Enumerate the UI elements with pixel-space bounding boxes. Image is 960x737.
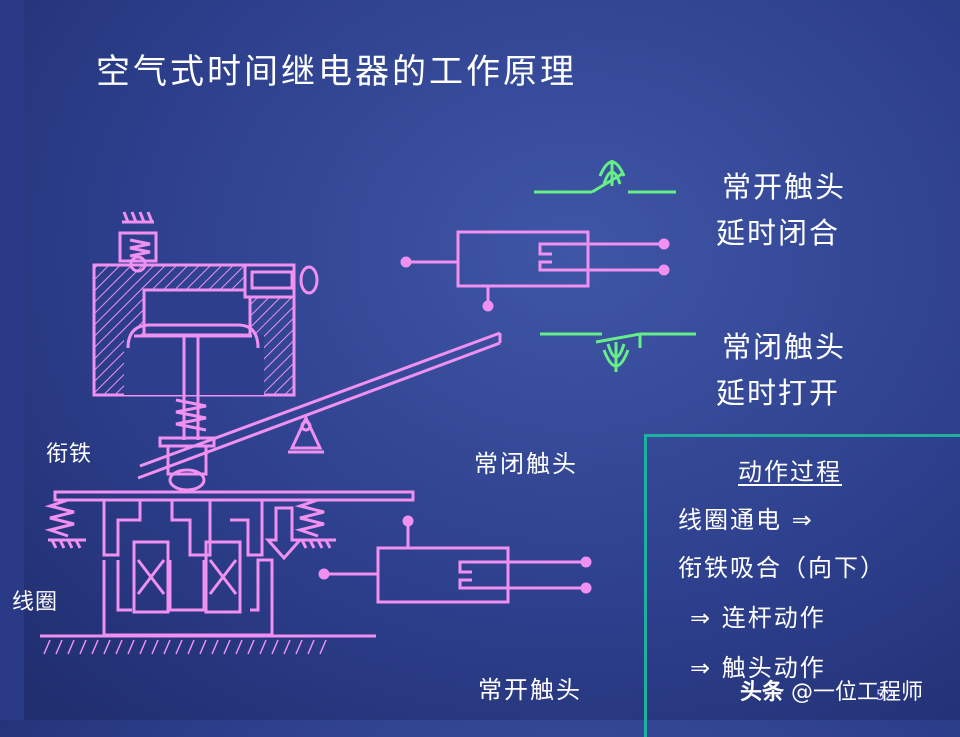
delay-open-label: 延时打开 [716, 376, 841, 410]
lever [137, 331, 502, 480]
slide-title: 空气式时间继电器的工作原理 [96, 52, 577, 92]
nc-contact-top-label: 常闭触头 [722, 330, 847, 364]
armature-core [102, 500, 264, 557]
coil-core [40, 540, 376, 638]
down-arrow [264, 506, 304, 561]
upper-microswitch [400, 230, 670, 312]
process-step-2: 衔铁吸合（向下） [678, 554, 886, 582]
lower-microswitch [318, 515, 592, 604]
no-contact-top-label: 常开触头 [722, 170, 847, 204]
process-step-4: ⇒ 触头动作 [690, 654, 826, 682]
process-step-3: ⇒ 连杆动作 [690, 604, 826, 632]
process-box [644, 434, 960, 737]
nc-delay-open-symbol [540, 332, 696, 372]
watermark-brand: 头条 [740, 680, 785, 705]
no-contact-bottom-label: 常开触头 [478, 676, 582, 704]
piston-rod [158, 336, 216, 492]
process-step-1: 线圈通电 ⇒ [678, 506, 814, 534]
side-springs [44, 498, 336, 549]
watermark-handle: @一位工程师 [791, 680, 924, 705]
armature-label: 衔铁 [46, 442, 93, 467]
base-hatch [43, 639, 327, 655]
coil-label: 线圈 [12, 590, 59, 615]
delay-close-label: 延时闭合 [716, 216, 841, 250]
air-chamber [92, 263, 319, 397]
top-spring [118, 211, 158, 273]
relay-diagram [40, 160, 696, 655]
no-delay-close-symbol [534, 160, 676, 194]
process-title: 动作过程 [738, 458, 842, 486]
page-number: 52 [876, 688, 894, 704]
nc-contact-mid-label: 常闭触头 [474, 450, 578, 478]
armature-plate [53, 490, 415, 502]
watermark: 头条 @一位工程师 [740, 674, 923, 706]
left-strip [0, 0, 24, 720]
